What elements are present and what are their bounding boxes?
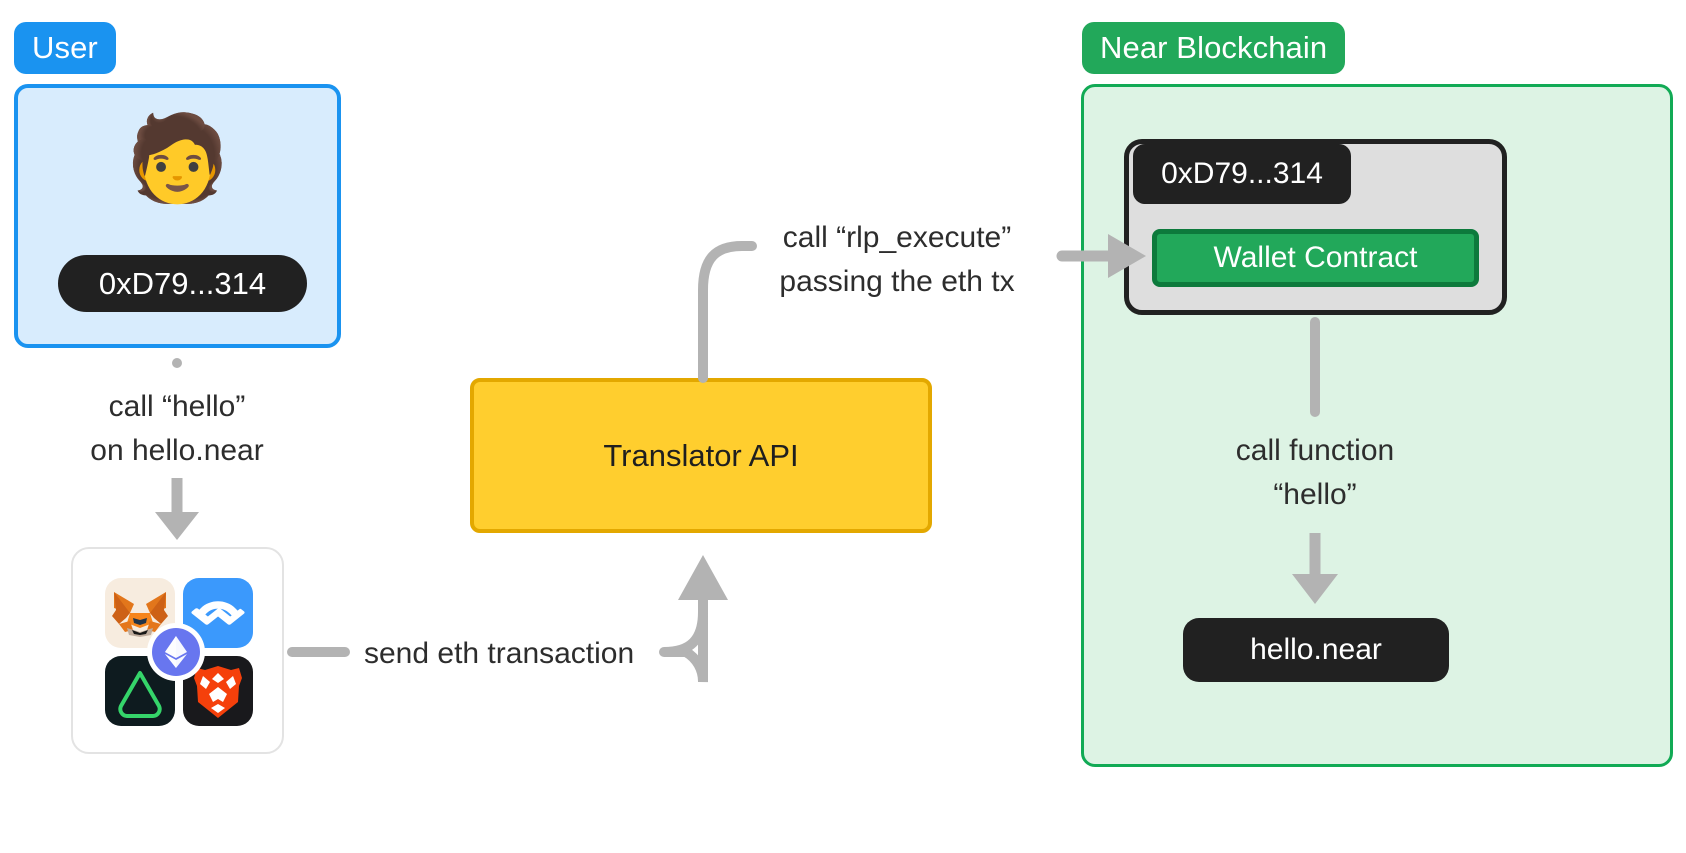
user-address-chip[interactable]: 0xD79...314 [58, 255, 307, 312]
hello-near-contract-chip[interactable]: hello.near [1183, 618, 1449, 682]
edge-wallets-to-translator [659, 592, 708, 683]
edge-dot-user [172, 358, 182, 368]
near-account-address-chip[interactable]: 0xD79...314 [1133, 144, 1351, 204]
edge-label-user-to-wallets: call “hello” on hello.near [90, 390, 264, 467]
user-panel: 🧑 0xD79...314 [14, 84, 341, 348]
translator-api-node[interactable]: Translator API [470, 378, 932, 533]
arrowhead-user-to-wallets [155, 512, 199, 540]
translator-api-label: Translator API [603, 437, 799, 473]
arrowhead-wallets-to-translator [678, 555, 728, 600]
edge-label-call-function-hello: call function “hello” [1235, 434, 1395, 511]
ethereum-icon[interactable] [147, 623, 205, 681]
edge-wallets-to-translator-curve [663, 597, 708, 657]
wallet-contract-label: Wallet Contract [1213, 241, 1418, 274]
ethereum-diamond-icon [165, 636, 187, 668]
group-label-user: User [14, 22, 116, 74]
edge-label-send-eth-transaction: send eth transaction [364, 637, 635, 670]
ethereum-icon-disc [152, 628, 200, 676]
wallet-contract-node[interactable]: Wallet Contract [1152, 229, 1479, 287]
person-emoji-icon: 🧑 [125, 111, 230, 205]
wallet-providers-box [71, 547, 284, 754]
group-label-near-blockchain: Near Blockchain [1082, 22, 1346, 74]
edge-label-rlp-execute: call “rlp_execute” passing the eth tx [779, 221, 1015, 298]
